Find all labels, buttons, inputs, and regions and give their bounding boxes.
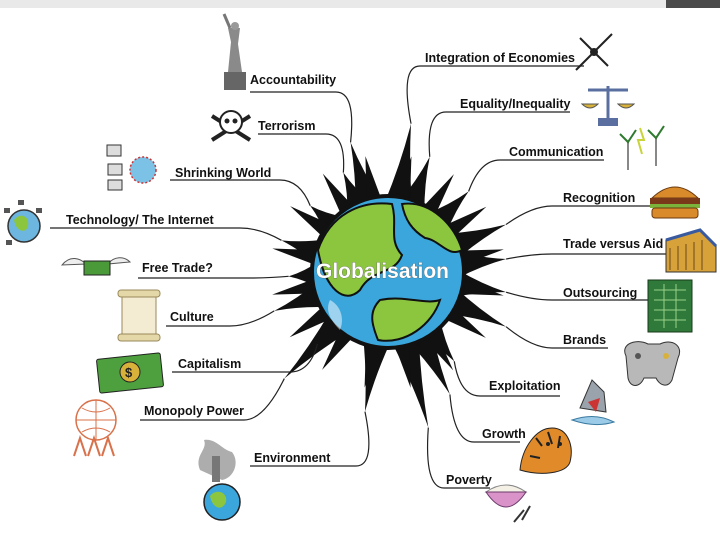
connector-16 [453, 361, 560, 397]
connector-18 [427, 427, 490, 489]
topic-brands: Brands [563, 333, 606, 347]
topic-free-trade: Free Trade? [142, 261, 213, 275]
connector-0 [250, 91, 353, 143]
topic-accountability: Accountability [250, 73, 336, 87]
connector-2 [170, 179, 311, 206]
left-topics: Accountability Terrorism Shrinking World… [66, 73, 336, 465]
topic-equality: Equality/Inequality [460, 97, 570, 111]
topic-capitalism: Capitalism [178, 357, 241, 371]
statue-of-liberty-icon [222, 13, 246, 90]
dollar-bill-icon: $ [96, 352, 164, 394]
svg-text:$: $ [125, 365, 133, 380]
wind-turbine-icon [619, 125, 665, 170]
ray-2 [310, 205, 346, 239]
globe-people-icon [73, 399, 117, 457]
topic-communication: Communication [509, 145, 603, 159]
topic-poverty: Poverty [446, 473, 492, 487]
scroll-icon [117, 289, 161, 342]
connector-12 [505, 205, 660, 225]
topic-terrorism: Terrorism [258, 119, 315, 133]
connector-lines [50, 65, 666, 489]
topic-integration: Integration of Economies [425, 51, 575, 65]
right-topics: Integration of Economies Equality/Inequa… [425, 51, 663, 487]
connector-5 [166, 310, 275, 327]
spike-0 [455, 278, 504, 296]
tiger-icon [519, 427, 572, 474]
connector-8 [250, 411, 370, 467]
connector-7 [140, 378, 285, 421]
topic-environment: Environment [254, 451, 331, 465]
networked-computers-icon [106, 144, 157, 191]
spike-11 [365, 156, 383, 205]
topic-technology: Technology/ The Internet [66, 213, 215, 227]
compass-icon [575, 33, 613, 71]
topic-exploitation: Exploitation [489, 379, 561, 393]
scales-icon [580, 86, 636, 126]
skull-crossbones-icon [210, 110, 252, 142]
connector-17 [449, 394, 520, 443]
top-bar-accent [666, 0, 720, 8]
topic-recognition: Recognition [563, 191, 635, 205]
burger-icon [650, 186, 700, 219]
game-controller-icon [624, 341, 680, 386]
spike-4 [364, 339, 382, 388]
connector-15 [505, 326, 608, 349]
connector-4 [138, 275, 289, 279]
globe-network-icon [4, 200, 42, 245]
circuit-board-icon [647, 279, 693, 333]
center-title: Globalisation [316, 260, 449, 283]
rice-bowl-icon [484, 484, 531, 523]
connector-3 [50, 227, 282, 241]
connector-10 [428, 111, 570, 157]
shark-icon [570, 379, 616, 426]
spike-8 [272, 248, 321, 266]
connector-14 [505, 291, 666, 301]
connector-9 [406, 65, 584, 124]
spike-12 [394, 156, 412, 205]
topic-shrinking-world: Shrinking World [175, 166, 271, 180]
connector-11 [468, 159, 604, 192]
globe: Globalisation [310, 194, 466, 350]
building-icon [665, 228, 718, 273]
spike-3 [393, 339, 411, 388]
winged-money-icon [60, 257, 132, 276]
topic-growth: Growth [482, 427, 526, 441]
spike-15 [455, 249, 504, 267]
spike-7 [272, 277, 321, 295]
topic-trade-aid: Trade versus Aid [563, 237, 663, 251]
connector-13 [505, 253, 666, 260]
connector-1 [258, 133, 345, 173]
topic-monopoly-power: Monopoly Power [144, 404, 244, 418]
polluted-earth-icon [198, 439, 241, 521]
top-bar [0, 0, 720, 8]
topic-culture: Culture [170, 310, 214, 324]
connector-6 [172, 343, 319, 373]
topic-outsourcing: Outsourcing [563, 286, 637, 300]
